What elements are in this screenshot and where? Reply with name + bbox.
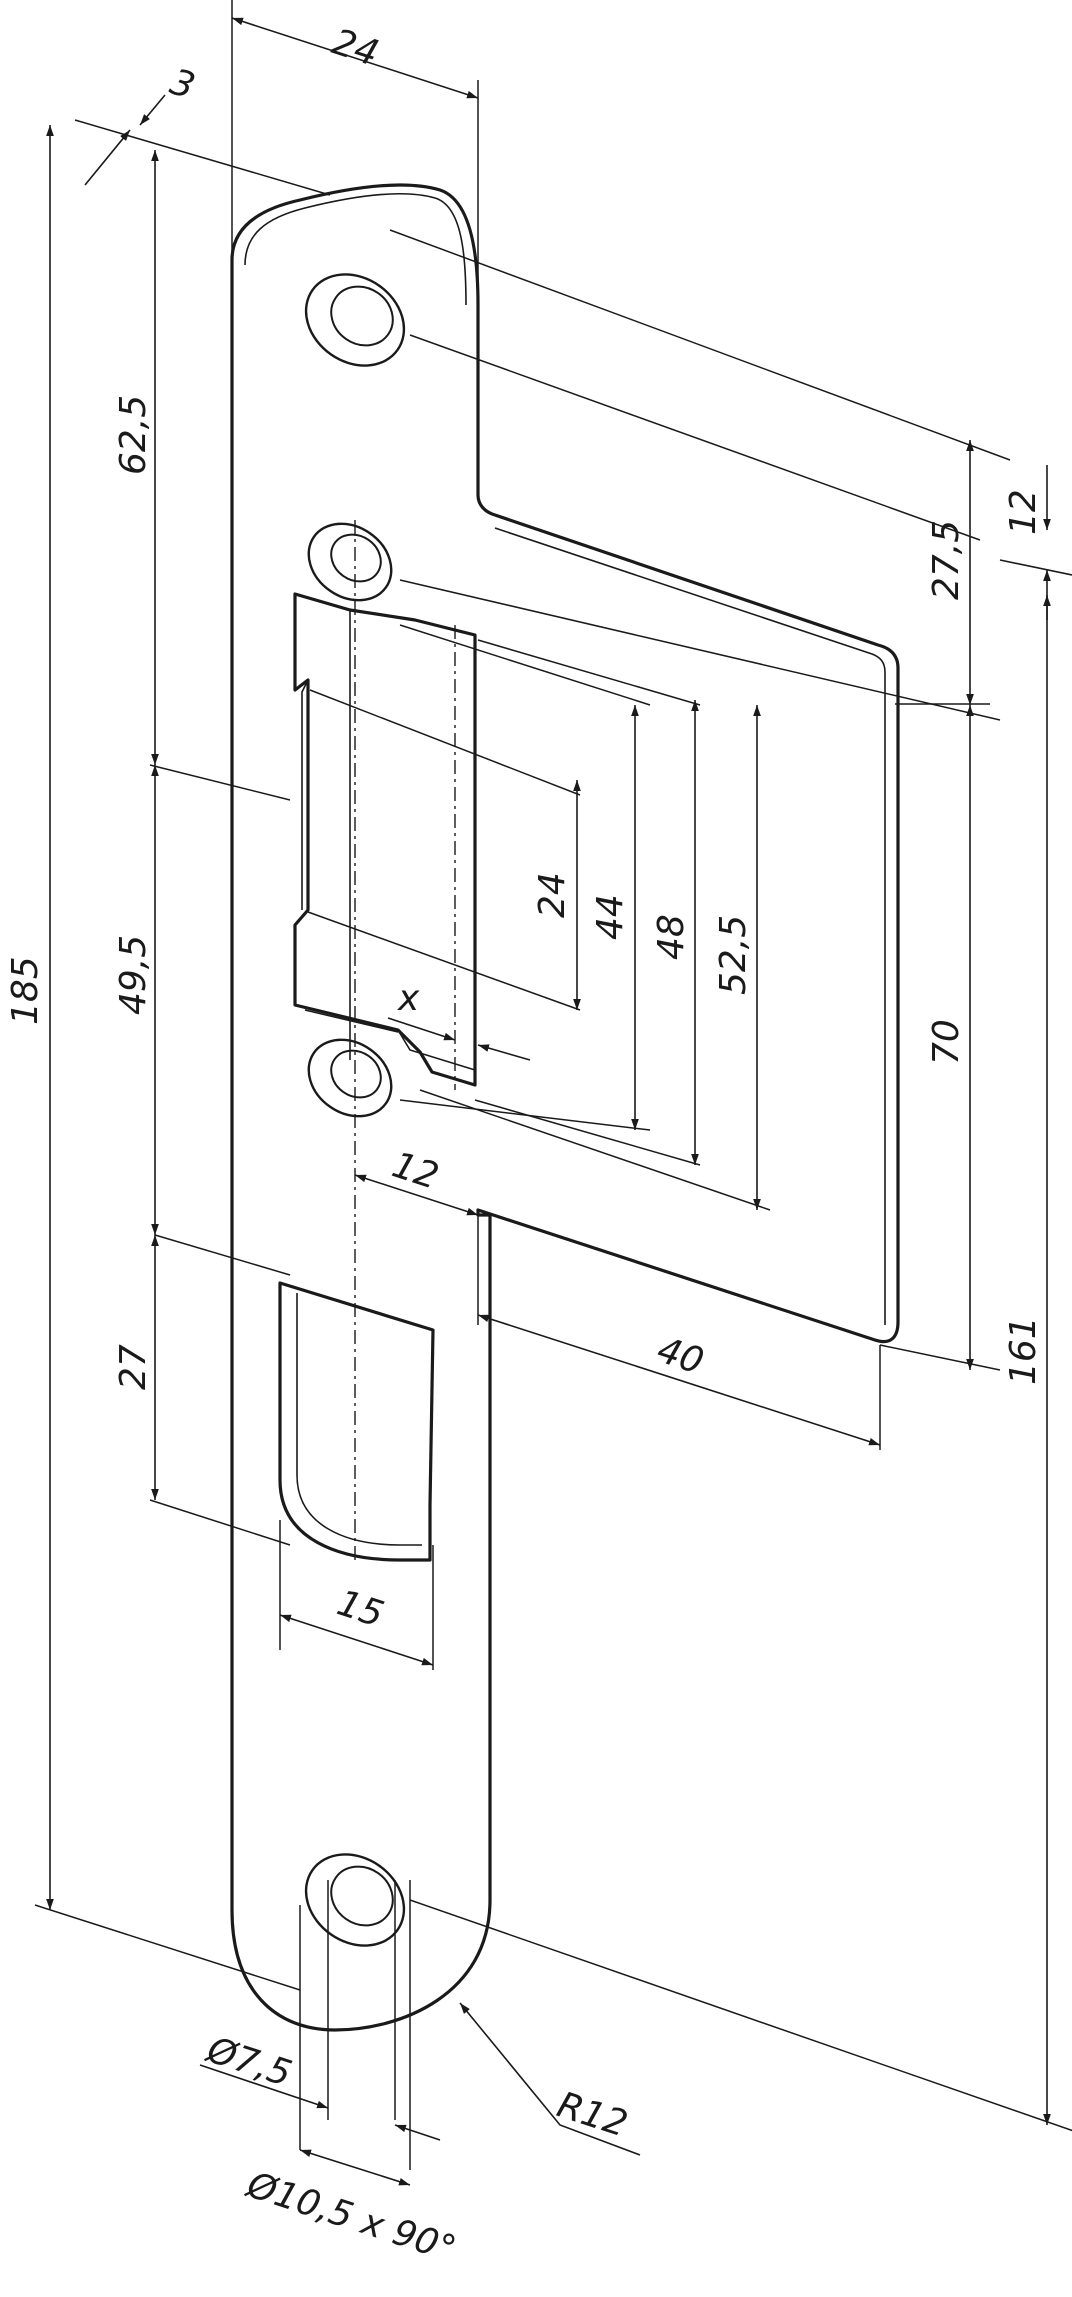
- dim-15: 15: [332, 1583, 388, 1636]
- dim-27: 27: [113, 1344, 154, 1390]
- extension-lines: [34, 0, 1072, 2170]
- latch-opening: [293, 592, 477, 1087]
- dim-48: 48: [651, 914, 692, 960]
- dim-24-top: 24: [327, 22, 383, 75]
- dim-24-inner: 24: [532, 872, 573, 918]
- dim-44: 44: [590, 894, 631, 940]
- dim-radius: R12: [552, 2085, 632, 2146]
- dim-185: 185: [5, 956, 46, 1025]
- dim-thickness-3: 3: [165, 62, 199, 108]
- lower-slot: [278, 1281, 435, 1562]
- dim-x: x: [397, 978, 420, 1019]
- dim-70: 70: [926, 1019, 967, 1065]
- plate-inner-edge: [244, 193, 467, 306]
- lower-middle-hole: [307, 1038, 393, 1118]
- dim-49-5: 49,5: [113, 935, 154, 1015]
- dim-12-offset: 12: [387, 1145, 443, 1198]
- dim-hole-diameter: Ø7,5: [200, 2029, 296, 2095]
- upper-middle-hole: [307, 522, 393, 602]
- dim-12-right: 12: [1003, 489, 1044, 535]
- flange-top-edge: [494, 527, 886, 673]
- dim-62-5: 62,5: [113, 395, 154, 475]
- dim-countersink: Ø10,5 x 90°: [240, 2164, 460, 2271]
- dim-27-5: 27,5: [926, 520, 967, 600]
- top-screw-hole: [304, 273, 406, 367]
- dimension-lines: [46, 17, 1072, 2186]
- bottom-screw-hole: [304, 1853, 406, 1947]
- dim-161: 161: [1003, 1316, 1044, 1385]
- dim-52-5: 52,5: [713, 915, 754, 995]
- plate-outline: [230, 183, 900, 2032]
